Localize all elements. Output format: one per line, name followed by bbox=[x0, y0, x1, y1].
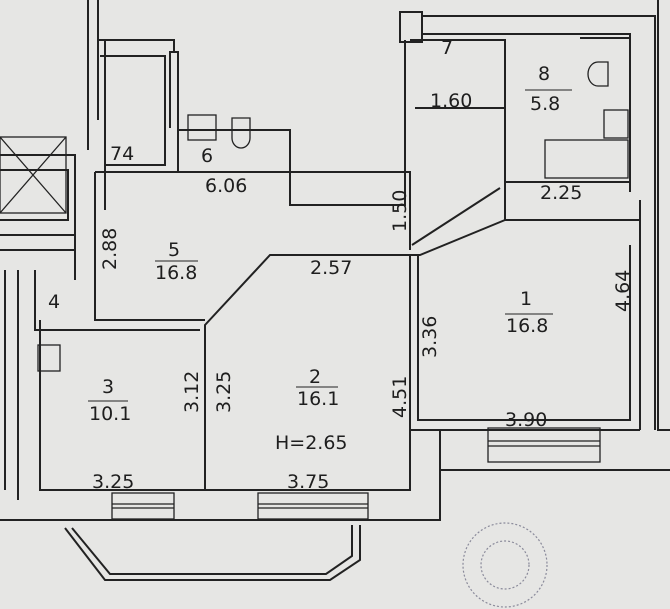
elevator-shaft bbox=[0, 136, 67, 214]
dimensions: 1.60 6.06 2.25 2.57 3.90 3.25 3.75 1.50 … bbox=[92, 90, 634, 493]
room-5-area: 16.8 bbox=[155, 262, 197, 284]
dim-1-50: 1.50 bbox=[389, 190, 411, 232]
dim-3-75: 3.75 bbox=[287, 471, 329, 493]
dim-2-25: 2.25 bbox=[540, 182, 582, 204]
dim-3-90: 3.90 bbox=[505, 409, 547, 431]
room-3-area: 10.1 bbox=[89, 403, 131, 425]
room-6-number: 6 bbox=[201, 145, 213, 167]
sink-icon bbox=[603, 109, 629, 139]
walls bbox=[0, 0, 670, 581]
room-5-number: 5 bbox=[168, 239, 180, 261]
room-4-number: 4 bbox=[48, 291, 60, 313]
dim-6-06: 6.06 bbox=[205, 175, 247, 197]
room-2-number: 2 bbox=[309, 366, 321, 388]
toilet-icon bbox=[231, 117, 251, 149]
dim-4-64: 4.64 bbox=[612, 270, 634, 312]
dim-3-12: 3.12 bbox=[181, 371, 203, 413]
dim-3-25-h: 3.25 bbox=[92, 471, 134, 493]
sink-icon bbox=[187, 114, 217, 141]
ceiling-height: H=2.65 bbox=[275, 432, 348, 454]
windows bbox=[111, 427, 601, 520]
dim-1-60: 1.60 bbox=[430, 90, 472, 112]
dim-2-57: 2.57 bbox=[310, 257, 352, 279]
room-1-area: 16.8 bbox=[506, 315, 548, 337]
bathtub-icon bbox=[544, 139, 629, 179]
room-7-number: 7 bbox=[441, 37, 453, 59]
stamp bbox=[462, 522, 548, 608]
bathroom-fixtures bbox=[37, 61, 629, 372]
room-74-number: 74 bbox=[110, 143, 134, 165]
dim-3-36: 3.36 bbox=[419, 316, 441, 358]
room-2-area: 16.1 bbox=[297, 388, 339, 410]
dim-3-25-v: 3.25 bbox=[213, 371, 235, 413]
sink-icon bbox=[37, 344, 61, 372]
dim-2-88: 2.88 bbox=[99, 228, 121, 270]
room-8-number: 8 bbox=[538, 63, 550, 85]
room-3-number: 3 bbox=[102, 376, 114, 398]
dim-4-51: 4.51 bbox=[389, 376, 411, 418]
toilet-icon bbox=[587, 61, 609, 87]
room-8-area: 5.8 bbox=[530, 93, 560, 115]
room-1-number: 1 bbox=[520, 288, 532, 310]
